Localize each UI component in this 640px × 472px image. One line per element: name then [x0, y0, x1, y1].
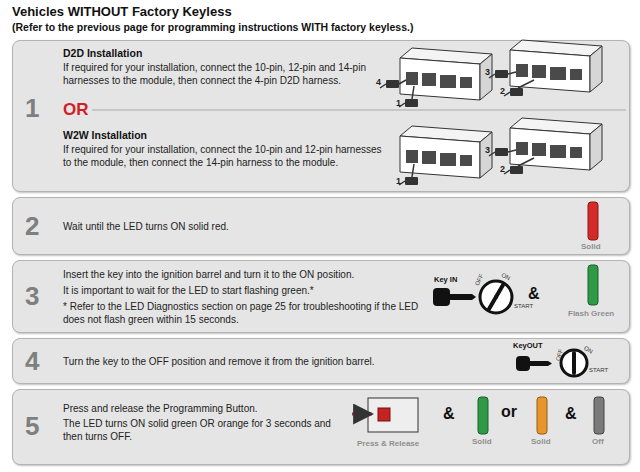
callout-number: 4 — [376, 78, 381, 88]
ignition-barrel — [561, 350, 587, 376]
step-number: 5 — [25, 411, 39, 442]
led-orange — [537, 397, 547, 434]
instruction-text: Insert the key into the ignition barrel … — [63, 268, 431, 281]
barrel-position: START — [589, 367, 608, 374]
callout-number: 1 — [396, 99, 401, 109]
footnote-text: * Refer to the LED Diagnostics section o… — [63, 300, 431, 326]
callout-number: 3 — [485, 146, 490, 156]
ampersand: & — [565, 405, 577, 423]
ampersand: & — [443, 405, 455, 423]
separator-line — [92, 110, 626, 111]
key-label: KeyOUT — [513, 342, 543, 350]
step-number: 4 — [25, 346, 39, 377]
callout-number: 3 — [485, 68, 490, 78]
step-number: 2 — [25, 211, 39, 242]
led-state-label: Solid — [531, 438, 551, 447]
led-green — [478, 397, 488, 434]
module-illustration — [380, 40, 602, 107]
or-word: or — [501, 403, 517, 421]
instruction-text: If required for your installation, conne… — [63, 143, 383, 169]
key-icon — [433, 288, 476, 306]
ignition-barrel — [480, 281, 512, 313]
module-illustration — [399, 118, 602, 185]
instruction-text: Wait until the LED turns ON solid red. — [63, 220, 483, 233]
action-label: Press & Release — [357, 440, 419, 449]
section-heading: W2W Installation — [63, 129, 383, 142]
step-number: 3 — [25, 281, 39, 312]
step-number: 1 — [25, 93, 39, 124]
led-state-label: Solid — [472, 438, 492, 447]
callout-number: 2 — [500, 87, 505, 97]
callout-number: 2 — [500, 165, 505, 175]
instruction-text: Turn the key to the OFF position and rem… — [63, 355, 503, 368]
instruction-text: If required for your installation, conne… — [63, 61, 383, 87]
led-green — [588, 265, 598, 305]
led-red — [588, 202, 598, 240]
subtitle: (Refer to the previous page for programm… — [12, 22, 413, 34]
led-off — [594, 397, 604, 434]
led-state-label: Solid — [581, 243, 601, 252]
key-label: Key IN — [434, 276, 457, 284]
or-separator: OR — [63, 100, 89, 120]
led-state-label: Flash Green — [568, 310, 614, 319]
page-title: Vehicles WITHOUT Factory Keyless — [12, 5, 232, 19]
instruction-text: It is important to wait for the LED to s… — [63, 284, 431, 297]
instruction-text: The LED turns ON solid green OR orange f… — [63, 417, 353, 443]
key-icon — [516, 356, 552, 371]
callout-number: 1 — [396, 177, 401, 187]
section-heading: D2D Installation — [63, 47, 383, 60]
led-state-label: Off — [592, 438, 604, 447]
barrel-position: START — [514, 303, 533, 310]
step-panel: 2 Wait until the LED turns ON solid red. — [12, 197, 630, 255]
ampersand: & — [528, 285, 540, 303]
instruction-text: Press and release the Programming Button… — [63, 402, 353, 415]
programming-button — [352, 398, 418, 432]
